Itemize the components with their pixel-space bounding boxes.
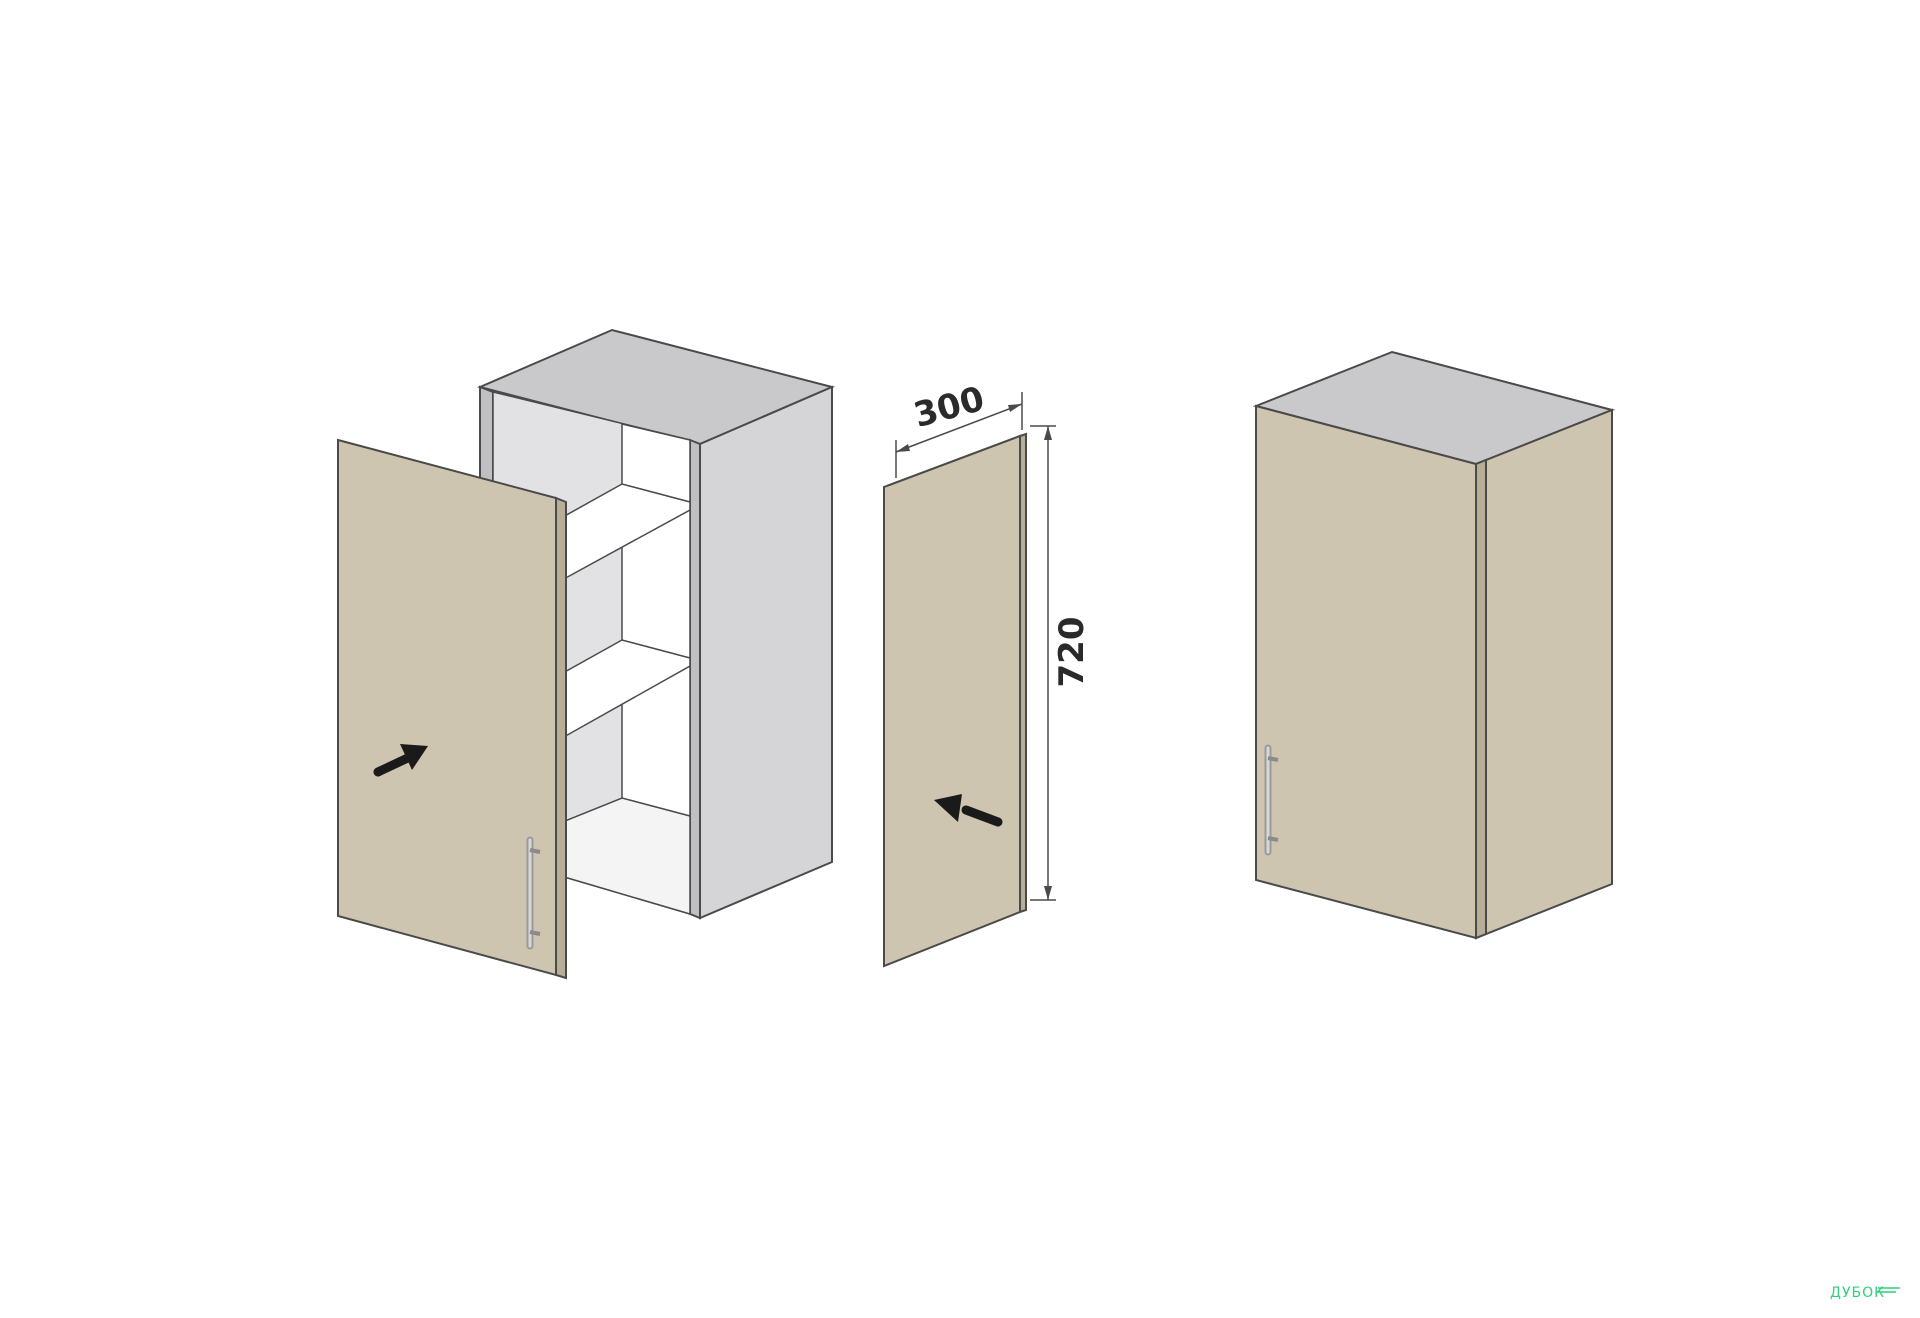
bar-handle-icon [526,836,541,950]
width-dimension-label: 300 [910,379,989,436]
height-dimension-label: 720 [1052,617,1092,688]
closed-cabinet [1252,350,1616,940]
arrow-icon [934,794,1003,827]
carcass-side [1475,408,1613,940]
door-panel [1255,404,1477,940]
door-panel [883,434,1021,968]
door-detail: 300 720 [883,379,1092,968]
bar-handle-icon [1264,744,1279,856]
watermark-text: ДУБОК [1830,1285,1885,1301]
door-edge [555,496,567,980]
height-dimension: 720 [1030,425,1092,901]
arrow-icon [373,744,428,777]
carcass-side [699,385,833,920]
open-cabinet [337,328,836,980]
carcass-front-edge [689,438,701,920]
watermark-logo: ДУБОК [1830,1285,1900,1301]
door-edge [1019,432,1027,914]
door-edge [1475,458,1487,940]
door-panel [337,438,557,977]
